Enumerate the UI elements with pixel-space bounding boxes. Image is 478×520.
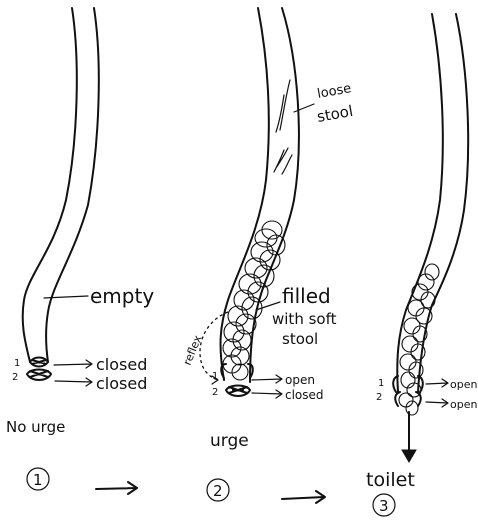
stage-2-reflex-arc <box>200 312 228 380</box>
stage-1-sphincter-2-number: 2 <box>12 372 18 383</box>
stage-1-colon-right-wall <box>46 8 99 362</box>
stage-3-sphincter-1-state: open <box>450 378 477 391</box>
stage-2-arrow-sphincter-1-icon <box>252 375 282 383</box>
stage-2-sphincter-2-state: closed <box>285 388 324 402</box>
stage-1-caption: No urge <box>6 418 65 436</box>
stage-1-arrow-sphincter-2-icon <box>55 378 92 386</box>
stage-2-filled-label-line-2: with soft <box>272 310 337 328</box>
stage-2-step-number: 2 <box>213 482 223 500</box>
stage-1-colon-left-wall <box>23 8 77 362</box>
stage-2-caption: urge <box>210 431 249 451</box>
stage-3-step-number: 3 <box>379 497 389 515</box>
stage-3-arrow-sphincter-2-icon <box>426 399 448 407</box>
stage-2-loose-stool-label-line-2: stool <box>316 102 355 126</box>
stage-1-empty-pointer <box>44 296 88 298</box>
stage-2-filled-label-line-1: filled <box>282 284 331 308</box>
stage-2-sphincter-2-number: 2 <box>212 387 218 398</box>
stage-2-soft-stool-coils <box>223 221 285 380</box>
stage-2-filled-label-line-3: stool <box>282 330 318 348</box>
stage-2-loose-stool-pointer <box>294 104 314 112</box>
stage-1-sphincter-1-state: closed <box>96 355 147 374</box>
stage-3-destination-label: toilet <box>366 469 415 491</box>
stage-2: 1 2 reflex open closed loose stool fille… <box>181 8 355 501</box>
stage-1: 1 2 closed closed empty No urge 1 <box>6 8 154 490</box>
stage-1-arrow-sphincter-1-icon <box>54 360 92 368</box>
stage-2-sphincter-2-icon <box>226 386 250 397</box>
stage-3-exit-arrowhead-icon <box>402 450 416 462</box>
arrow-stage-1-to-2-icon <box>96 482 137 494</box>
stage-3-colon-right-wall <box>418 14 468 392</box>
stage-3-arrow-sphincter-1-icon <box>426 379 448 387</box>
stage-3-sphincter-2-state: open <box>450 398 477 411</box>
stage-1-sphincter-2-state: closed <box>96 374 147 393</box>
stage-2-filled-pointer <box>256 302 280 310</box>
stage-3-soft-stool-coils <box>399 264 439 415</box>
stage-1-empty-label: empty <box>90 284 154 308</box>
stage-3-sphincter-2-number: 2 <box>376 392 382 403</box>
stage-3: 1 2 open open toilet 3 <box>366 14 477 516</box>
stage-3-colon-left-wall <box>397 14 443 392</box>
stage-2-loose-stool-label-line-1: loose <box>316 81 352 102</box>
stage-2-arrow-sphincter-2-icon <box>252 390 282 398</box>
stage-1-step-number: 1 <box>33 471 43 489</box>
arrow-stage-2-to-3-icon <box>282 491 325 503</box>
stage-1-sphincter-1-icon <box>30 358 48 367</box>
stage-1-sphincter-2-icon <box>27 370 51 381</box>
stage-2-loose-stool-streaks <box>274 80 292 174</box>
stage-2-sphincter-1-state: open <box>285 373 315 387</box>
stage-1-sphincter-1-number: 1 <box>14 358 20 369</box>
stage-3-sphincter-1-number: 1 <box>378 378 384 389</box>
